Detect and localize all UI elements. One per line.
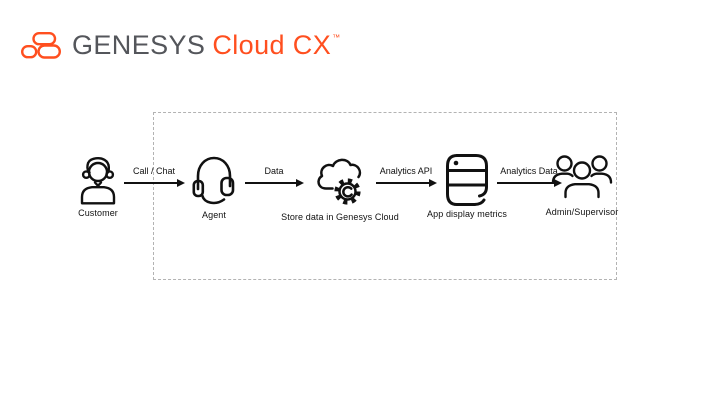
arrow-call-chat: Call / Chat [124, 166, 185, 187]
logo-brand-text: GENESYS [72, 30, 206, 60]
node-customer: Customer [75, 152, 121, 218]
node-agent: Agent [190, 151, 238, 220]
arrow-data: Data [245, 166, 304, 187]
user-group-icon [551, 155, 613, 199]
node-store-data-cloud: Store data in Genesys Cloud [281, 152, 399, 222]
node-app-display-metrics: App display metrics [427, 154, 507, 219]
arrow-analytics-api: Analytics API [376, 166, 437, 187]
server-metrics-icon [446, 154, 488, 206]
arrow-right-icon [124, 179, 185, 187]
arrow-analytics-api-label: Analytics API [379, 166, 433, 176]
node-store-data-cloud-label: Store data in Genesys Cloud [281, 212, 399, 222]
arrow-data-label: Data [264, 166, 284, 176]
trademark-symbol: ™ [332, 33, 341, 42]
arrow-right-icon [376, 179, 437, 187]
arrow-analytics-data-label: Analytics Data [500, 166, 558, 176]
genesys-cloud-boundary-box [153, 112, 617, 280]
node-admin-supervisor-label: Admin/Supervisor [545, 207, 619, 217]
arrow-right-icon [497, 179, 562, 187]
arrow-call-chat-label: Call / Chat [132, 166, 176, 176]
node-app-display-metrics-label: App display metrics [427, 209, 507, 219]
arrow-analytics-data: Analytics Data [497, 166, 562, 187]
customer-person-icon [80, 157, 116, 205]
arrow-right-icon [245, 179, 304, 187]
node-agent-label: Agent [201, 210, 227, 220]
node-admin-supervisor: Admin/Supervisor [546, 151, 618, 217]
agent-headset-icon [192, 156, 235, 205]
cloud-gear-icon [317, 158, 362, 205]
genesys-logo-icon [21, 32, 61, 59]
logo-product-text: Cloud CX [212, 30, 332, 60]
node-customer-label: Customer [78, 208, 118, 218]
